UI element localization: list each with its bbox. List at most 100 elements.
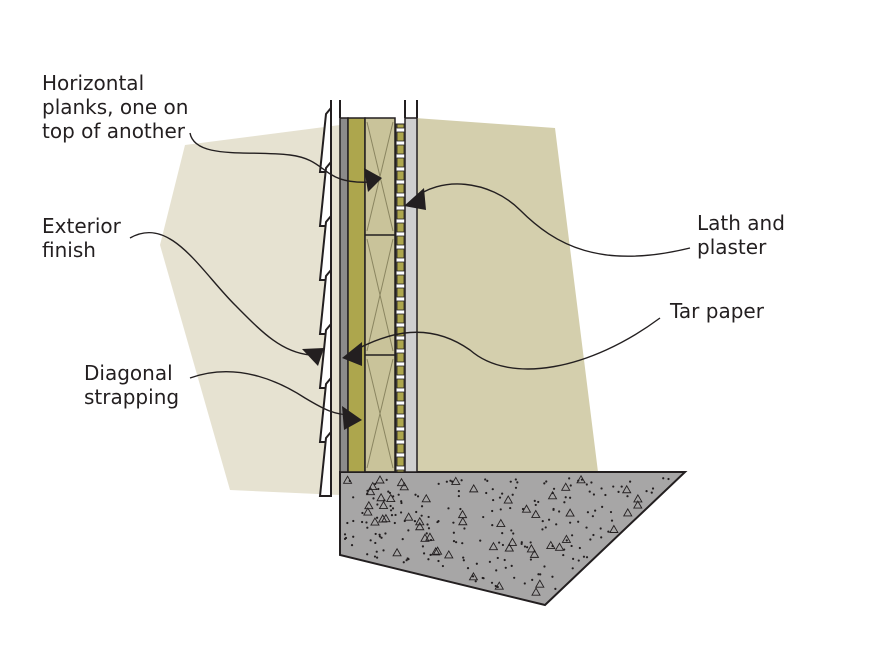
aggregate-speck (582, 555, 586, 558)
exterior-backdrop (160, 125, 340, 495)
aggregate-speck (551, 544, 554, 548)
aggregate-speck (402, 561, 405, 564)
aggregate-speck (488, 560, 491, 563)
aggregate-speck (569, 521, 572, 524)
aggregate-speck (551, 575, 554, 578)
aggregate-speck (526, 546, 529, 549)
aggregate-speck (569, 484, 572, 487)
aggregate-speck (352, 535, 355, 538)
aggregate-speck (390, 514, 394, 517)
aggregate-speck (599, 527, 602, 530)
arrowhead-lath-and-plaster (404, 188, 426, 210)
plaster-layer (404, 117, 418, 473)
aggregate-speck (415, 510, 418, 514)
aggregate-speck (346, 521, 349, 525)
aggregate-speck (539, 573, 542, 576)
aggregate-speck (389, 504, 392, 508)
aggregate-speck (498, 496, 502, 499)
aggregate-speck (552, 487, 556, 490)
plank-cross-marks (365, 121, 395, 473)
aggregate-speck (510, 529, 513, 532)
aggregate-stone (386, 493, 396, 503)
aggregate-speck (388, 491, 392, 495)
aggregate-stone (430, 546, 441, 556)
aggregate-speck (462, 559, 465, 562)
aggregate-stone (420, 533, 430, 542)
aggregate-stone (415, 521, 425, 531)
aggregate-speck (492, 498, 495, 502)
aggregate-speck (513, 576, 516, 579)
leader-horizontal-planks (189, 132, 373, 183)
aggregate-stone (375, 475, 385, 484)
aggregate-speck (520, 542, 523, 545)
aggregate-speck (555, 523, 558, 526)
aggregate-speck (491, 488, 494, 491)
aggregate-speck (601, 505, 604, 508)
label-diagonal-strapping: Diagonal strapping (84, 361, 179, 409)
aggregate-speck (369, 539, 372, 542)
aggregate-speck (607, 530, 610, 533)
aggregate-speck (651, 487, 655, 490)
aggregate-stone (633, 500, 643, 509)
aggregate-speck (374, 541, 377, 545)
arrowhead-diagonal-strapping (342, 406, 362, 430)
leader-lath-and-plaster (411, 183, 691, 257)
aggregate-speck (375, 550, 378, 553)
arrowhead-horizontal-planks (364, 168, 382, 192)
aggregate-speck (445, 480, 448, 483)
aggregate-speck (534, 503, 537, 507)
aggregate-stone (378, 500, 389, 509)
aggregate-speck (420, 514, 423, 517)
aggregate-stone (365, 486, 376, 496)
aggregate-speck (447, 507, 450, 510)
aggregate-speck (463, 527, 466, 530)
aggregate-speck (416, 495, 420, 498)
aggregate-speck (352, 496, 355, 499)
aggregate-speck (392, 495, 395, 498)
aggregate-speck (393, 521, 396, 525)
label-exterior-finish: Exterior finish (42, 214, 127, 262)
aggregate-speck (629, 480, 632, 483)
aggregate-speck (482, 515, 485, 519)
aggregate-speck (490, 581, 494, 584)
aggregate-speck (504, 566, 507, 569)
aggregate-speck (501, 492, 504, 495)
aggregate-speck (427, 558, 430, 561)
aggregate-stone (376, 492, 386, 502)
aggregate-speck (588, 490, 591, 493)
aggregate-speck (375, 516, 379, 519)
aggregate-stone (623, 507, 633, 517)
aggregate-stone (432, 546, 443, 555)
aggregate-stone (507, 537, 518, 546)
aggregate-speck (545, 480, 548, 483)
aggregate-speck (577, 559, 580, 562)
aggregate-stone (377, 514, 388, 523)
aggregate-stone (554, 542, 565, 551)
aggregate-stone (535, 579, 545, 588)
aggregate-speck (533, 499, 536, 502)
aggregate-speck (591, 515, 594, 518)
aggregate-speck (511, 493, 514, 496)
label-horizontal-planks: Horizontal planks, one on top of another (42, 71, 195, 143)
aggregate-speck (543, 565, 546, 568)
aggregate-speck (366, 553, 369, 556)
aggregate-speck (544, 526, 547, 529)
aggregate-speck (474, 580, 477, 583)
aggregate-speck (541, 520, 544, 523)
aggregate-speck (352, 519, 355, 523)
interior-wall-backdrop (415, 118, 598, 472)
aggregate-speck (531, 578, 534, 581)
aggregate-speck (459, 507, 462, 511)
aggregate-speck (405, 559, 408, 562)
aggregate-speck (471, 575, 475, 578)
aggregate-speck (498, 541, 501, 544)
aggregate-speck (380, 536, 383, 539)
aggregate-speck (585, 556, 589, 559)
aggregate-speck (479, 539, 482, 542)
aggregate-speck (510, 564, 513, 567)
aggregate-speck (589, 538, 592, 541)
aggregate-speck (514, 486, 518, 489)
label-tar-paper: Tar paper (669, 299, 765, 323)
aggregate-speck (572, 557, 575, 560)
aggregate-speck (452, 531, 455, 534)
